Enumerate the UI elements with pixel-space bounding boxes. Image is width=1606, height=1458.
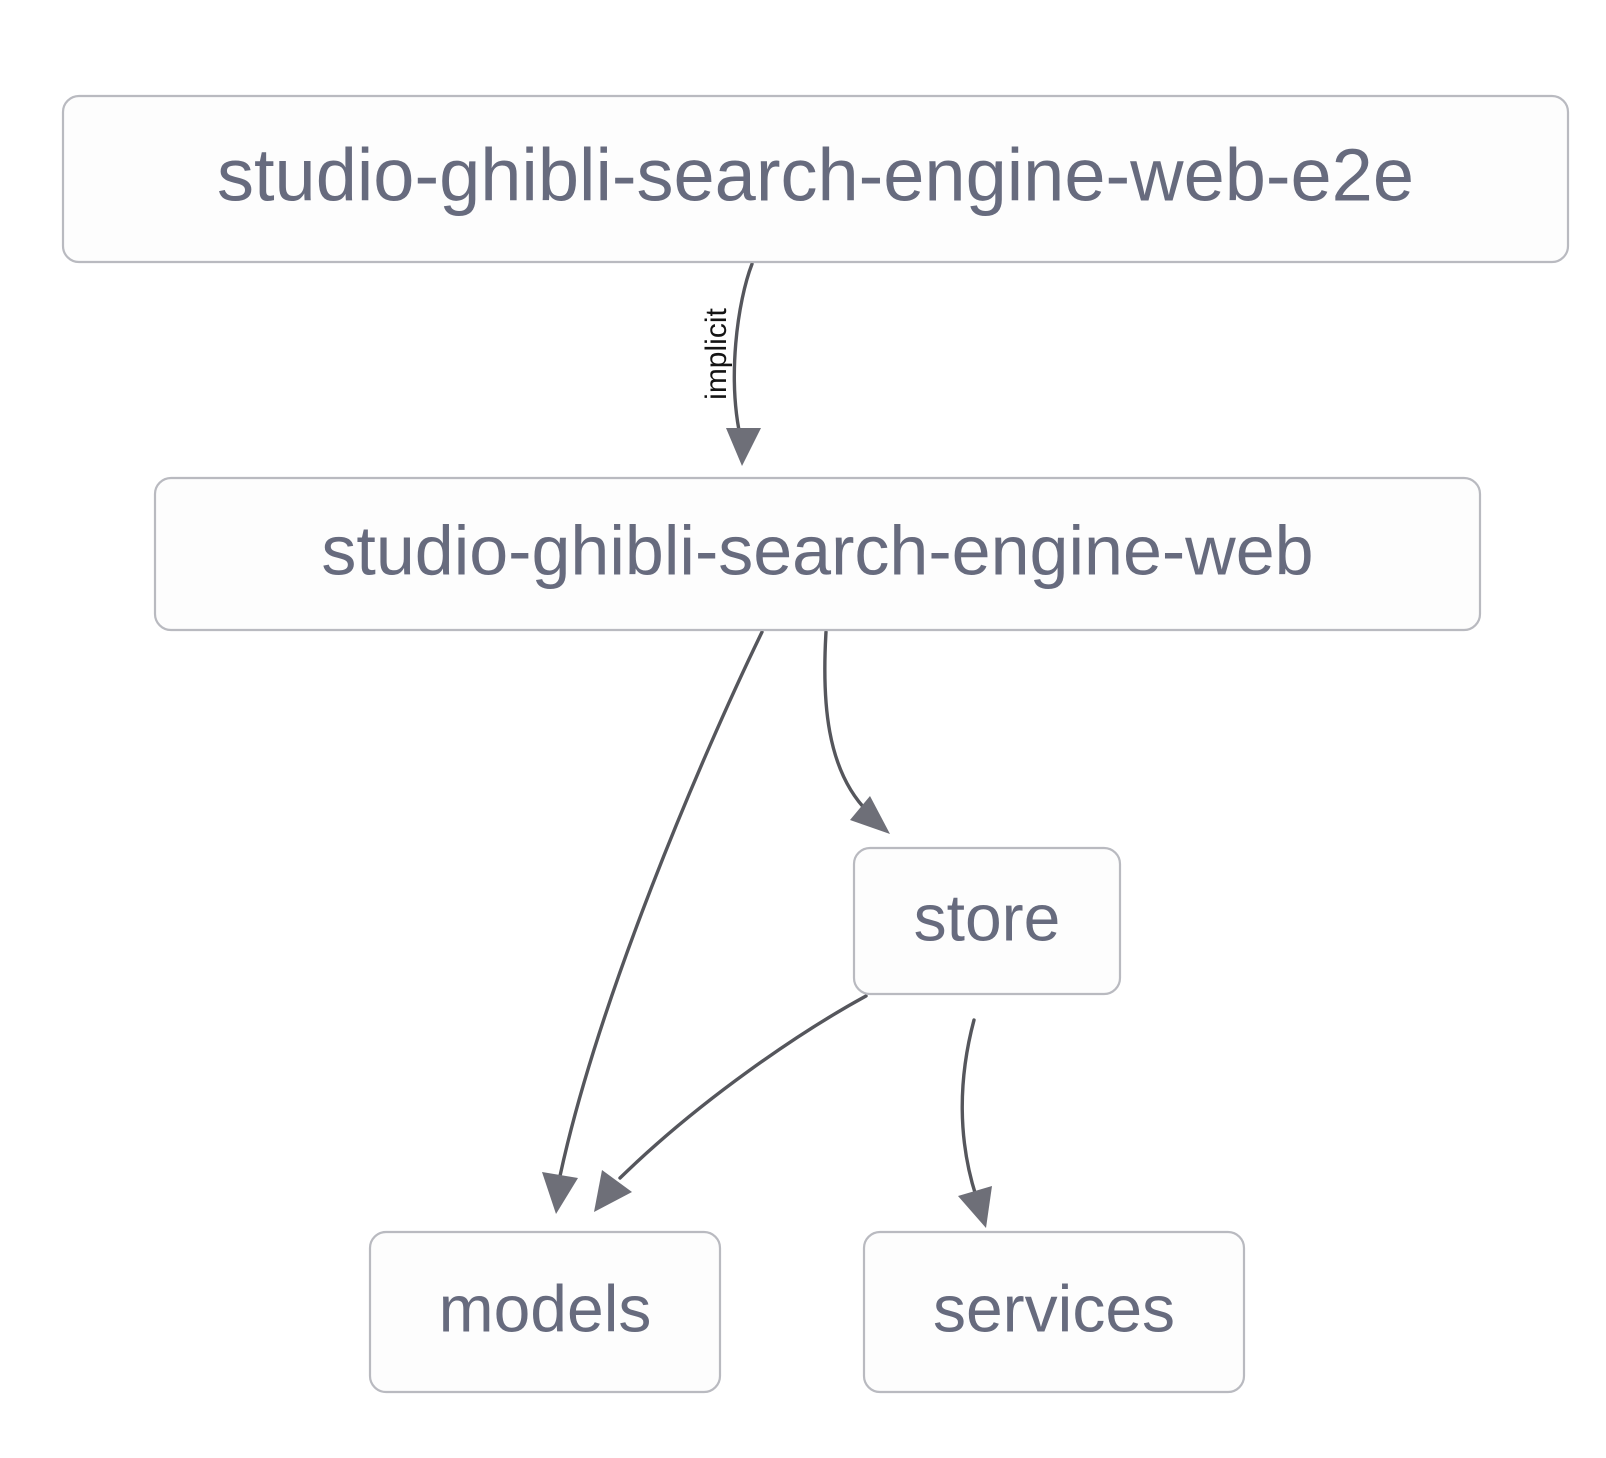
arrowhead-icon (542, 1172, 578, 1214)
edge-web-to-models[interactable] (542, 630, 764, 1214)
node-label: studio-ghibli-search-engine-web-e2e (217, 134, 1414, 217)
arrowhead-icon (958, 1186, 992, 1228)
node-store[interactable]: store (852, 846, 1122, 996)
node-models[interactable]: models (368, 1230, 722, 1394)
edge-label-implicit: implicit (700, 308, 733, 400)
node-box (61, 94, 1570, 264)
edge-store-to-models[interactable] (594, 994, 868, 1212)
nodes-layer: studio-ghibli-search-engine-web-e2e stud… (61, 94, 1570, 1394)
node-box (368, 1230, 722, 1394)
arrowhead-icon (726, 428, 761, 466)
node-label: store (914, 880, 1061, 954)
edge-path (823, 630, 870, 814)
edge-web-to-store[interactable] (823, 630, 890, 834)
node-label: models (439, 1271, 652, 1345)
node-box (862, 1230, 1246, 1394)
node-box (852, 846, 1122, 996)
edge-e2e-to-web[interactable]: implicit (700, 262, 761, 466)
node-studio-ghibli-search-engine-web-e2e[interactable]: studio-ghibli-search-engine-web-e2e (61, 94, 1570, 264)
node-studio-ghibli-search-engine-web[interactable]: studio-ghibli-search-engine-web (153, 476, 1482, 632)
edge-store-to-services[interactable] (958, 1018, 992, 1228)
node-label: studio-ghibli-search-engine-web (321, 511, 1313, 589)
edge-path (732, 262, 754, 446)
edges-layer: implicit (542, 262, 992, 1228)
arrowhead-icon (594, 1170, 632, 1212)
edge-path (618, 994, 868, 1180)
arrowhead-icon (850, 796, 890, 834)
node-label: services (933, 1271, 1175, 1345)
node-box (153, 476, 1482, 632)
edge-path (558, 630, 764, 1178)
edge-path (960, 1018, 978, 1198)
node-services[interactable]: services (862, 1230, 1246, 1394)
